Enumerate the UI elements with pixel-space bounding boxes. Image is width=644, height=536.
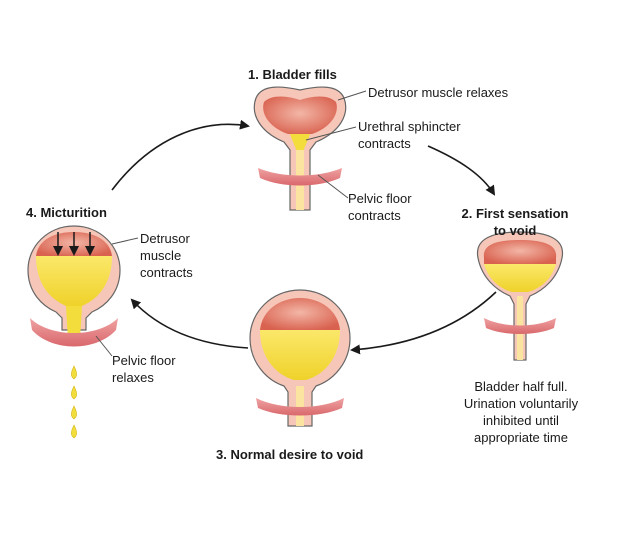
stage-2-note-line2: Urination voluntarily [463, 396, 579, 411]
urine-drop-1 [71, 365, 77, 380]
stage-1-detrusor-label: Detrusor muscle relaxes [368, 85, 509, 100]
bladder-3-detrusor [260, 298, 340, 330]
stage-2-title-line2: to void [493, 223, 537, 238]
stage-4-pelvic-label-line2: relaxes [112, 370, 154, 385]
stage-2-note-line4: appropriate time [474, 430, 568, 445]
bladder-stage-1 [253, 86, 367, 211]
pelvic-floor-2 [484, 318, 556, 334]
bladder-4-urine [36, 256, 112, 306]
arrow-1-to-2 [427, 145, 496, 196]
bladder-3-urine [260, 330, 340, 380]
pelvic-floor-1 [258, 168, 342, 186]
stage-4-pelvic-label-line1: Pelvic floor [112, 353, 176, 368]
urine-drop-4 [71, 424, 77, 439]
pelvic-floor-3 [256, 398, 344, 416]
stage-3-title: 3. Normal desire to void [216, 447, 364, 462]
stage-4-detrusor-label-line1: Detrusor [140, 231, 190, 246]
stage-2-title-line1: 2. First sensation [461, 206, 569, 221]
bladder-3-urethra [296, 386, 304, 426]
stage-1-pelvic-label-line2: contracts [348, 208, 401, 223]
stage-4-detrusor-label-line3: contracts [140, 265, 193, 280]
bladder-4-outflow [66, 306, 82, 340]
stage-2-note-line1: Bladder half full. [474, 379, 568, 394]
arrow-4-to-1 [111, 119, 250, 191]
stage-2-note-line3: inhibited until [483, 413, 559, 428]
bladder-stage-3 [249, 289, 351, 427]
leader-sphincter-1 [305, 126, 357, 141]
stage-1-pelvic-label-line1: Pelvic floor [348, 191, 412, 206]
bladder-stage-4 [27, 225, 139, 439]
stage-1-title: 1. Bladder fills [248, 67, 337, 82]
leader-detrusor-1 [337, 90, 367, 101]
leader-pelvic-1 [317, 174, 349, 199]
urine-drop-3 [71, 405, 77, 420]
arrow-2-to-3 [350, 291, 497, 355]
stage-4-detrusor-label-line2: muscle [140, 248, 182, 263]
leader-detrusor-4 [111, 237, 139, 245]
stage-1-sphincter-label-line2: contracts [358, 136, 411, 151]
bladder-2-urine [484, 264, 556, 292]
urine-drop-2 [71, 385, 77, 400]
pelvic-floor-4 [30, 318, 118, 347]
bladder-1-urine [290, 134, 310, 152]
bladder-2-detrusor [483, 240, 557, 264]
bladder-stage-2 [476, 231, 564, 361]
arrow-3-to-4 [130, 298, 249, 349]
bladder-1-detrusor [263, 96, 337, 134]
leader-pelvic-4 [95, 335, 113, 357]
stage-1-sphincter-label-line1: Urethral sphincter [358, 119, 461, 134]
stage-4-title: 4. Micturition [26, 205, 107, 220]
